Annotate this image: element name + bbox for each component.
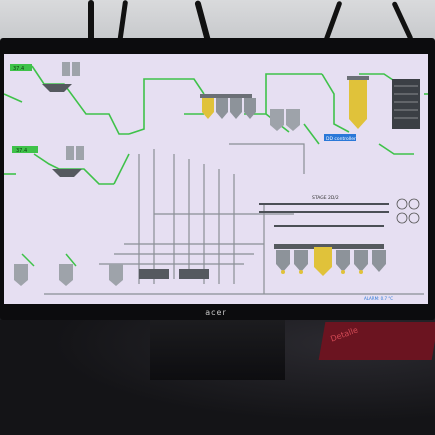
cable xyxy=(88,0,94,48)
mixer-unit-mid: 37.4 xyxy=(12,146,84,177)
tag-top-left: 37.4 xyxy=(13,66,24,72)
monitor-stand xyxy=(150,320,285,380)
mixer-unit-top: 37.4 xyxy=(10,62,80,92)
stage-label: STAGE 2D/2 xyxy=(312,195,339,201)
controller-label-text: DD controller xyxy=(326,136,356,142)
conveyor-lines xyxy=(259,203,389,227)
silo-bank-top xyxy=(200,94,256,119)
footer-status: ALARM: 0.7 °C xyxy=(364,296,393,301)
silo-bank-bottom xyxy=(274,244,386,276)
filter-units xyxy=(270,109,300,131)
control-dials xyxy=(396,198,420,224)
monitor-brand-logo: acer xyxy=(205,308,227,317)
process-diagram: 37.4 37.4 DD controller S xyxy=(4,62,428,301)
green-pipes xyxy=(4,65,428,185)
tag-mid-left: 37.4 xyxy=(16,148,27,154)
hmi-screen: 37.4 37.4 DD controller S xyxy=(4,54,428,304)
gray-pipes xyxy=(44,143,424,295)
bottom-left-units xyxy=(14,253,209,286)
controller-label: DD controller xyxy=(324,134,356,142)
silo-right xyxy=(347,76,420,129)
